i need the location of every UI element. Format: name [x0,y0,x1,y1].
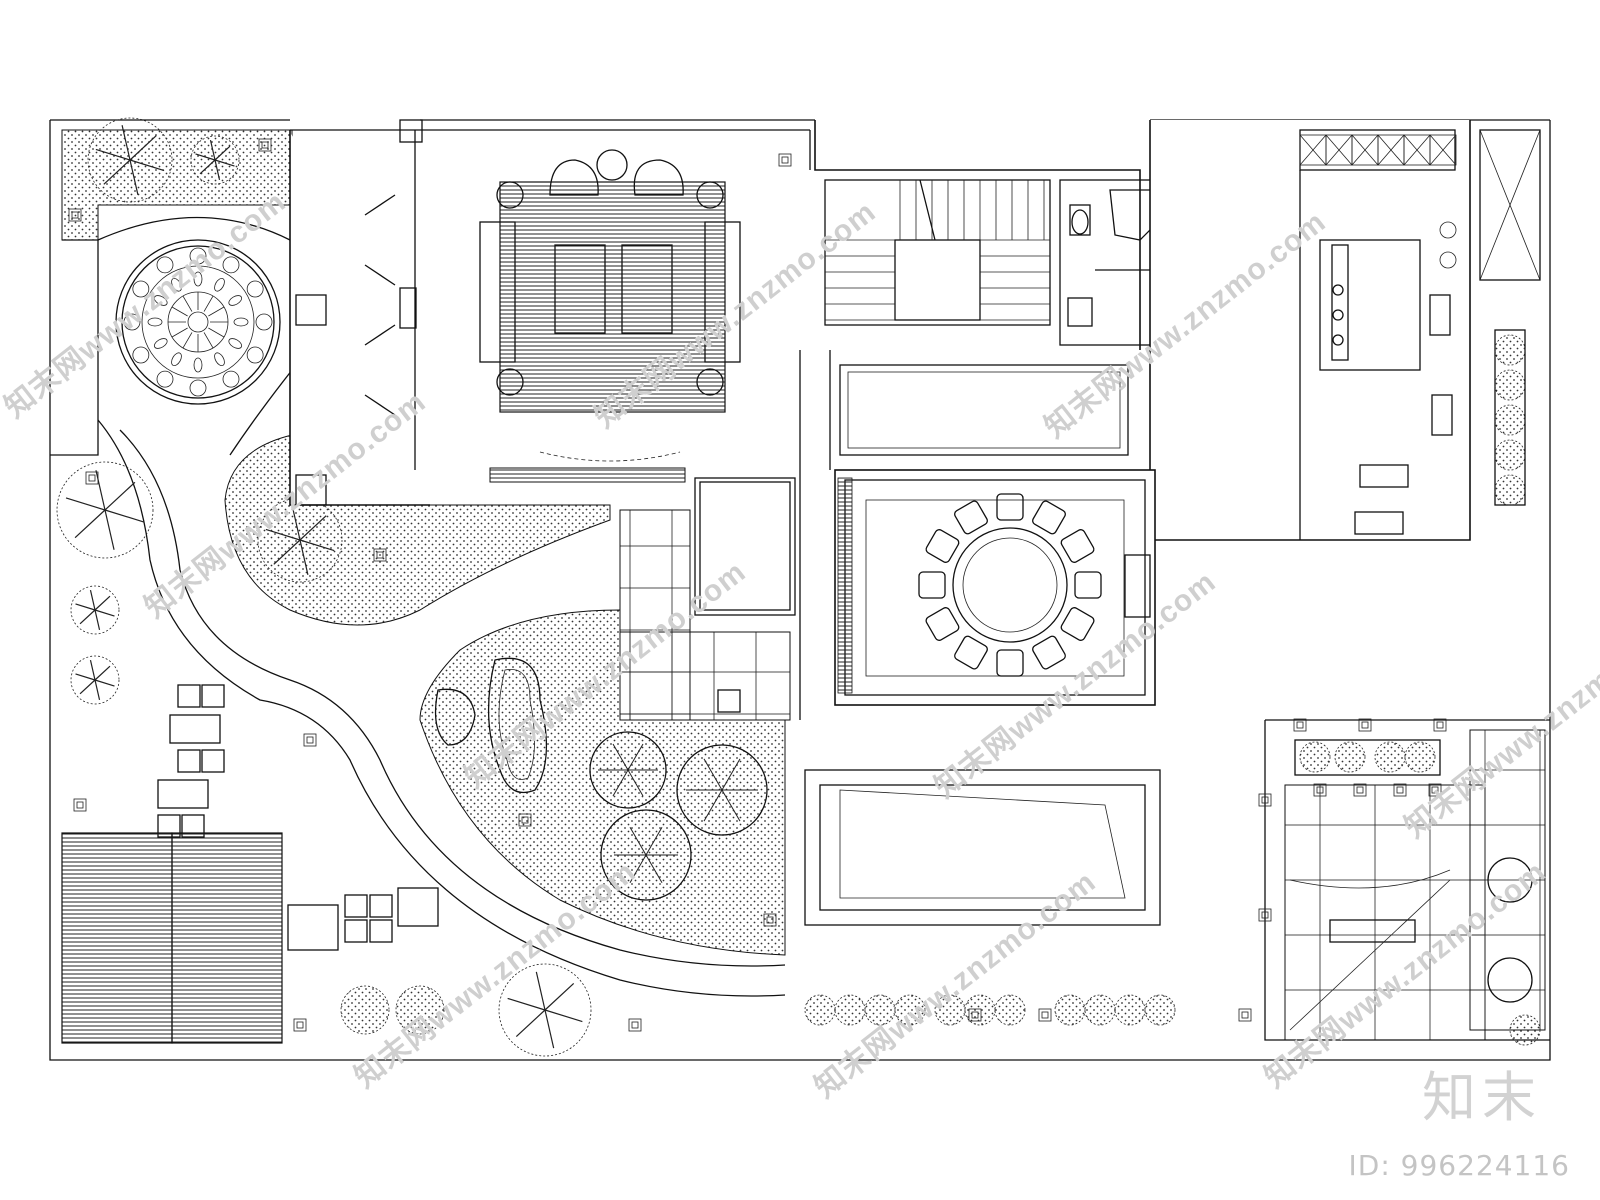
trees [56,117,758,1057]
brand-logo: 知末 [1422,1066,1542,1129]
staircase [814,120,1141,350]
terrace [1264,719,1550,1041]
lights [68,138,1447,1032]
kitchen [1149,120,1471,541]
pool [804,769,1161,926]
living-room [289,119,811,506]
wood-deck [61,832,283,1044]
image-id: ID: 996224116 [1348,1149,1570,1182]
entry-tiles [619,477,796,721]
medallion [97,216,314,456]
stepping-stones [157,684,439,951]
dining-room [834,469,1156,706]
hedges [340,334,1541,1046]
planting-bed-south [419,609,786,956]
curved-path [97,419,786,997]
planting-bed-center [224,434,611,626]
